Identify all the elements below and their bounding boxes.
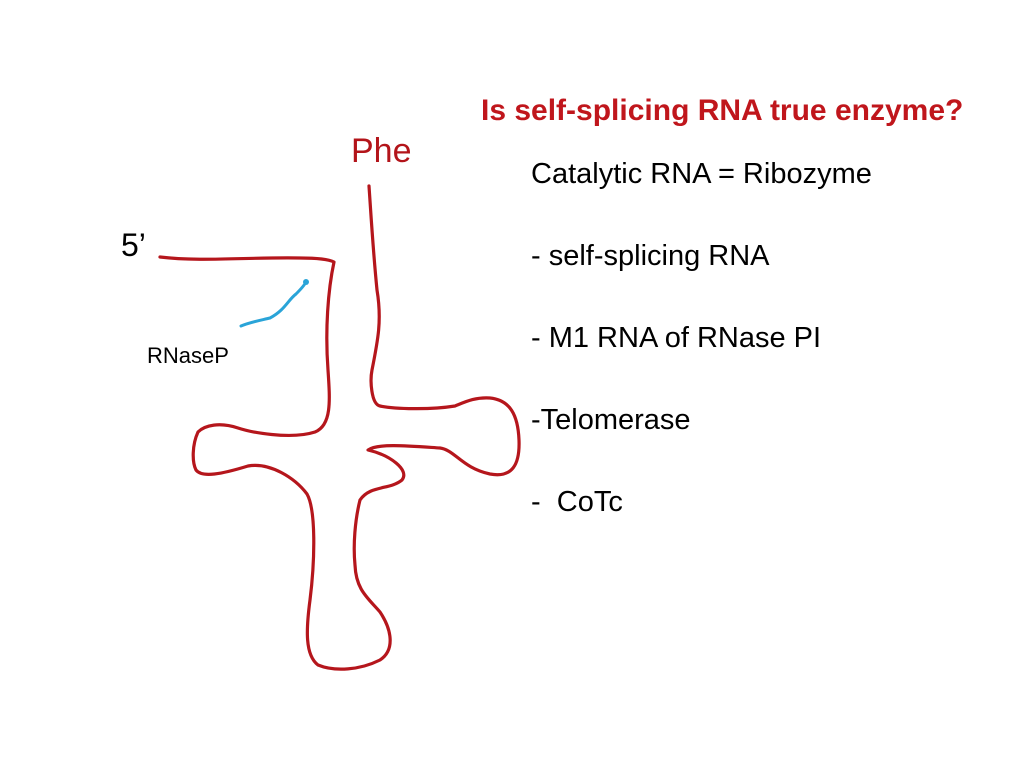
ribozyme-bullet-list: Catalytic RNA = Ribozyme - self-splicing…: [531, 160, 872, 570]
bullet-item: -Telomerase: [531, 404, 691, 436]
rnasep-label: RNaseP: [147, 343, 229, 368]
bullet-item: - self-splicing RNA: [531, 240, 770, 272]
bullet-item: - CoTc: [531, 486, 623, 518]
bullet-item: - M1 RNA of RNase PI: [531, 322, 822, 354]
rnasep-cleavage-point: [303, 279, 309, 285]
bullet-heading: Catalytic RNA = Ribozyme: [531, 158, 872, 190]
slide-title: Is self-splicing RNA true enzyme?: [481, 94, 964, 127]
trna-phe-label: Phe: [351, 132, 412, 170]
five-prime-label: 5’: [121, 227, 146, 263]
trna-strand: [158, 184, 521, 671]
rnasep-cleavage-mark: [239, 280, 308, 328]
